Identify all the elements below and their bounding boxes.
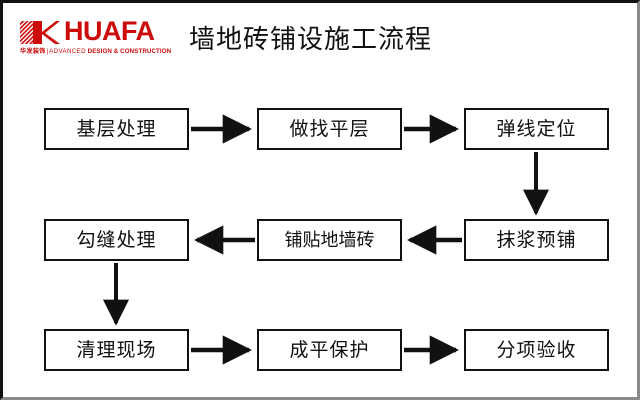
- flow-node-item-acceptance[interactable]: 分项验收: [464, 329, 609, 371]
- flow-node-site-cleanup[interactable]: 清理现场: [44, 329, 189, 371]
- company-logo: HUAFA 华发装饰|ADVANCED DESIGN & CONSTRUCTIO…: [20, 16, 185, 59]
- logo-tagline-en-light: ADVANCED: [49, 48, 86, 55]
- process-flow-diagram: 基层处理 做找平层 弹线定位 抹浆预铺 铺贴地墙砖 勾缝处理 清理现场 成平保护…: [3, 3, 637, 397]
- flow-node-tile-laying[interactable]: 铺贴地墙砖: [257, 219, 402, 261]
- logo-tagline-en-bold: DESIGN & CONSTRUCTION: [87, 48, 172, 55]
- flow-node-line-positioning[interactable]: 弹线定位: [464, 108, 609, 150]
- flow-node-joint-pointing[interactable]: 勾缝处理: [44, 219, 189, 261]
- flow-node-leveling-layer[interactable]: 做找平层: [257, 108, 402, 150]
- logo-tagline-cn: 华发装饰: [20, 48, 46, 55]
- slide-header: HUAFA 华发装饰|ADVANCED DESIGN & CONSTRUCTIO…: [3, 3, 637, 75]
- flow-node-mortar-prelay[interactable]: 抹浆预铺: [464, 219, 609, 261]
- logo-wordmark: HUAFA: [64, 16, 155, 46]
- huafa-k-mark-icon: [20, 21, 60, 44]
- page-title: 墙地砖铺设施工流程: [189, 25, 433, 55]
- logo-tagline-separator: |: [46, 48, 49, 55]
- flow-node-base-treatment[interactable]: 基层处理: [44, 108, 189, 150]
- flow-node-leveling-protection[interactable]: 成平保护: [257, 329, 402, 371]
- logo-tagline: 华发装饰|ADVANCED DESIGN & CONSTRUCTION: [20, 48, 185, 56]
